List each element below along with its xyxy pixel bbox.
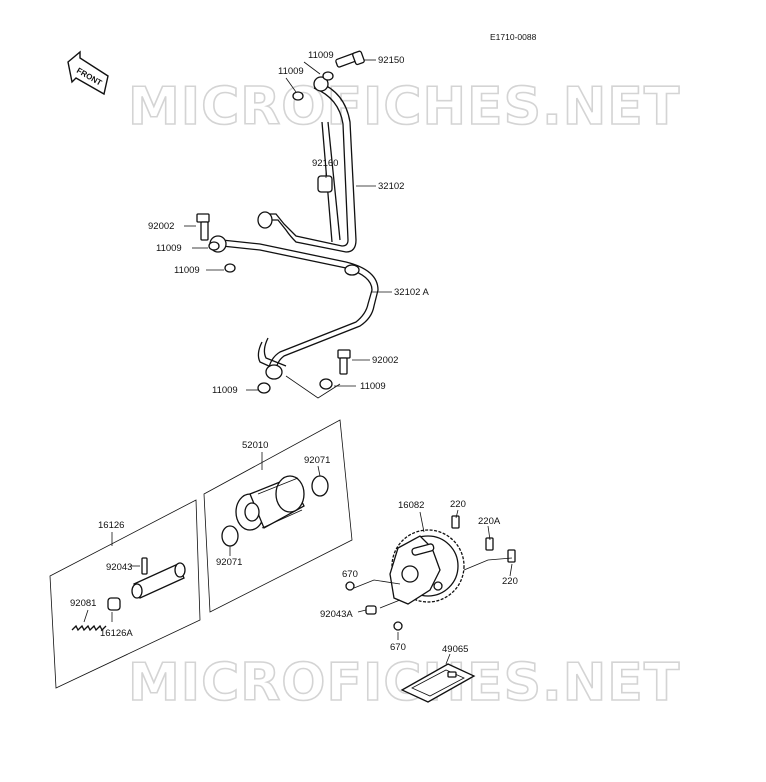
o-ring-92071-bot (221, 525, 239, 547)
spring-seat-16126A (107, 597, 121, 611)
label-11009-botright: 11009 (360, 381, 386, 392)
label-32102A: 32102 A (394, 287, 430, 298)
bolt-92150 (335, 50, 365, 68)
label-220-top: 220 (450, 499, 466, 510)
o-ring-92071-top (311, 475, 329, 497)
washer-11009-midleft1 (208, 241, 220, 251)
o-ring-670-bot (393, 621, 403, 631)
oil-pipe-32102A (209, 235, 379, 380)
cover-49065 (400, 663, 476, 703)
collar-92160 (317, 175, 333, 193)
label-92071-bot: 92071 (216, 557, 242, 568)
diagram-code: E1710-0088 (490, 32, 537, 42)
bolt-92002-right (337, 349, 351, 375)
filter-group-frame (203, 419, 353, 613)
label-220A: 220A (478, 516, 501, 527)
label-92071-top: 92071 (304, 455, 330, 466)
pin-92043A (365, 605, 377, 615)
o-ring-670-top (345, 581, 355, 591)
label-32102: 32102 (378, 181, 404, 192)
label-92002-right: 92002 (372, 355, 398, 366)
bolt-220-right (507, 549, 516, 563)
washer-11009-botleft (257, 382, 271, 394)
label-11009-topleft: 11009 (278, 66, 304, 77)
label-16126: 16126 (98, 520, 124, 531)
label-11009-top: 11009 (308, 50, 334, 61)
label-16082: 16082 (398, 500, 424, 511)
bolt-220A (485, 537, 494, 551)
washer-11009-midleft2 (224, 263, 236, 273)
label-92043-left: 92043 (106, 562, 132, 573)
label-92081: 92081 (70, 598, 96, 609)
label-670-top: 670 (342, 569, 358, 580)
label-11009-midleft2: 11009 (174, 265, 200, 276)
watermark-top: MICROFICHES.NET (128, 77, 680, 137)
label-92150: 92150 (378, 55, 404, 66)
bolt-220-top (451, 515, 460, 529)
label-220-right: 220 (502, 576, 518, 587)
relief-valve-16126 (131, 562, 186, 599)
label-92160: 92160 (312, 158, 338, 169)
label-11009-midleft1: 11009 (156, 243, 182, 254)
spring-92081 (71, 624, 107, 632)
washer-11009-topleft (292, 91, 304, 101)
washer-11009-botright (319, 378, 333, 390)
label-92043A: 92043A (320, 609, 353, 620)
oil-pump-gear-16082 (389, 529, 465, 605)
oil-filter-52010 (235, 475, 305, 531)
label-16126A: 16126A (100, 628, 133, 639)
pin-92043 (141, 557, 148, 575)
bolt-92002-left (196, 213, 210, 241)
washer-11009-top (322, 71, 334, 81)
front-arrow-icon: FRONT (67, 50, 109, 96)
label-52010: 52010 (242, 440, 268, 451)
relief-valve-group-frame (49, 499, 201, 689)
label-92002-left: 92002 (148, 221, 174, 232)
watermark-bottom: MICROFICHES.NET (128, 653, 680, 713)
label-670-bot: 670 (390, 642, 406, 653)
label-11009-botleft: 11009 (212, 385, 238, 396)
label-49065: 49065 (442, 644, 468, 655)
